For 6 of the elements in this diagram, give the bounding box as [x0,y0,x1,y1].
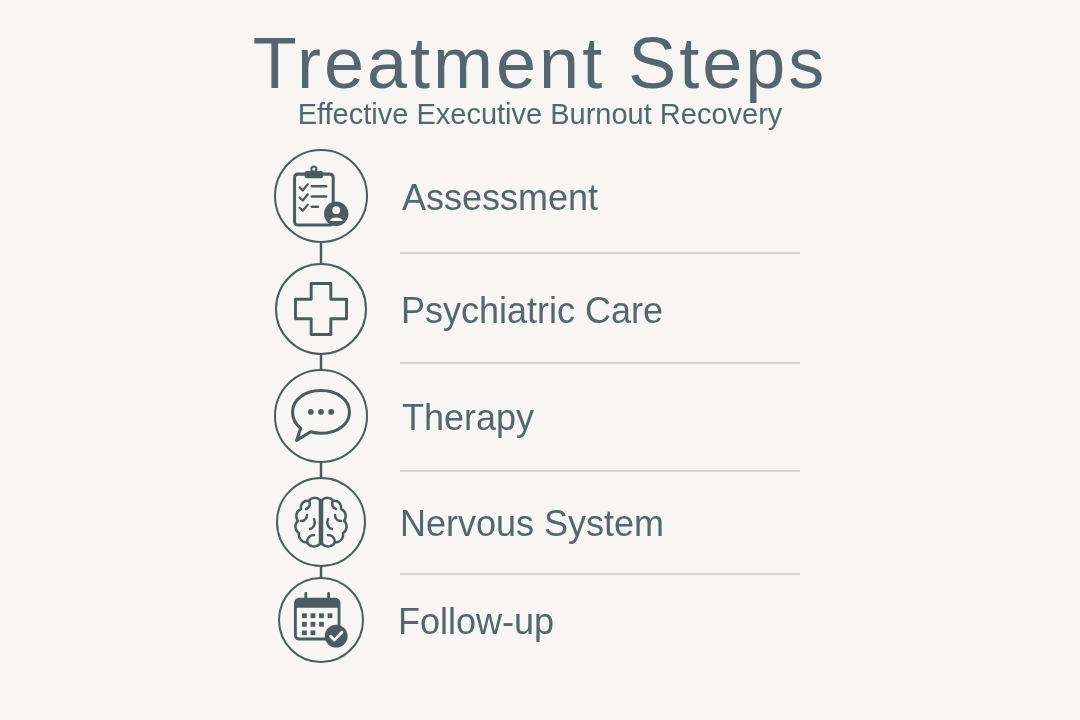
connector-line [319,243,323,263]
step-label: Psychiatric Care [401,289,664,333]
step-label: Nervous System [400,502,665,546]
step-label: Assessment [402,176,599,220]
step-label: Therapy [402,396,535,440]
step-label: Follow-up [398,600,555,644]
